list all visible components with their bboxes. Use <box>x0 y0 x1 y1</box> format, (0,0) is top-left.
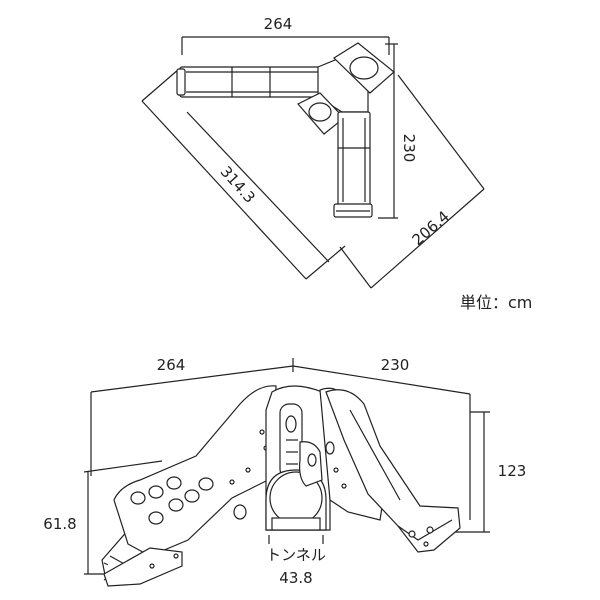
front-tunnel-width-label: 43.8 <box>279 569 312 587</box>
top-diagonal-right-label: 206.4 <box>409 207 453 249</box>
unit-label: 単位：cm <box>460 293 532 312</box>
front-width-left-label: 264 <box>157 356 186 374</box>
top-diagonal-left-label: 314.3 <box>217 163 259 207</box>
top-view <box>141 36 485 289</box>
front-frame-left <box>113 385 277 557</box>
front-base-left <box>103 547 183 587</box>
front-height-label: 123 <box>498 462 527 480</box>
top-depth-dimension <box>378 43 398 219</box>
top-depth-label: 230 <box>400 134 418 163</box>
front-height-dimension <box>454 411 490 533</box>
front-view <box>83 358 490 587</box>
top-diagonal-left-dimension <box>141 68 346 280</box>
front-slide-right <box>325 389 461 553</box>
top-platform-upper <box>333 42 395 94</box>
front-width-dimension <box>90 358 471 520</box>
top-diagonal-right-dimension <box>339 74 485 289</box>
top-slide-vertical <box>333 111 373 218</box>
top-width-label: 264 <box>264 15 293 33</box>
front-tunnel-label: トンネル <box>266 546 326 564</box>
top-width-dimension <box>181 36 390 55</box>
top-slide-horizontal <box>176 66 321 98</box>
front-tunnel-dimension <box>268 535 324 544</box>
front-platform-height-label: 61.8 <box>43 515 76 533</box>
front-width-right-label: 230 <box>381 356 410 374</box>
